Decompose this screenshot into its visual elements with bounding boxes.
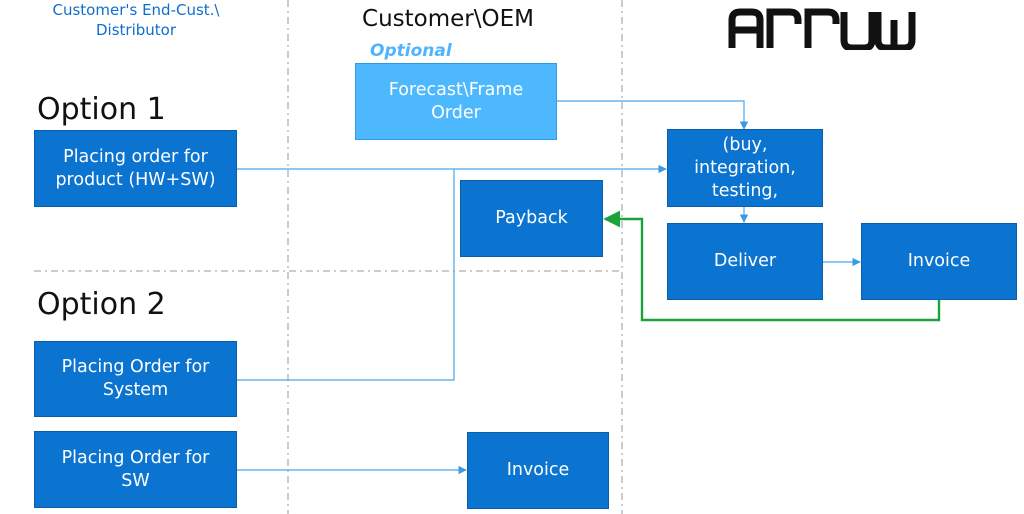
arrow-logo-icon — [728, 8, 916, 50]
box-forecast-frame-order[interactable]: Forecast\Frame Order — [355, 63, 557, 140]
box-placing-order-product[interactable]: Placing order for product (HW+SW) — [34, 130, 237, 207]
box-invoice-arrow[interactable]: Invoice — [861, 223, 1017, 300]
lane-header-end-customer: Customer's End-Cust.\ Distributor — [52, 1, 220, 39]
connector-system-to-integration — [237, 169, 455, 381]
box-deliver[interactable]: Deliver — [667, 223, 823, 300]
option-1-label: Option 1 — [37, 92, 166, 127]
option-2-label: Option 2 — [37, 287, 166, 322]
box-placing-order-sw[interactable]: Placing Order for SW — [34, 431, 237, 508]
box-payback[interactable]: Payback — [460, 180, 603, 257]
box-buy-integration-testing[interactable]: (buy, integration, testing, — [667, 129, 823, 207]
box-placing-order-system[interactable]: Placing Order for System — [34, 341, 237, 417]
box-invoice-customer[interactable]: Invoice — [467, 432, 609, 509]
optional-tag: Optional — [370, 41, 452, 61]
connector-forecast-to-integration — [557, 100, 749, 130]
connector-invoice-to-payback — [603, 210, 941, 322]
lane-header-customer-oem: Customer\OEM — [362, 6, 534, 32]
